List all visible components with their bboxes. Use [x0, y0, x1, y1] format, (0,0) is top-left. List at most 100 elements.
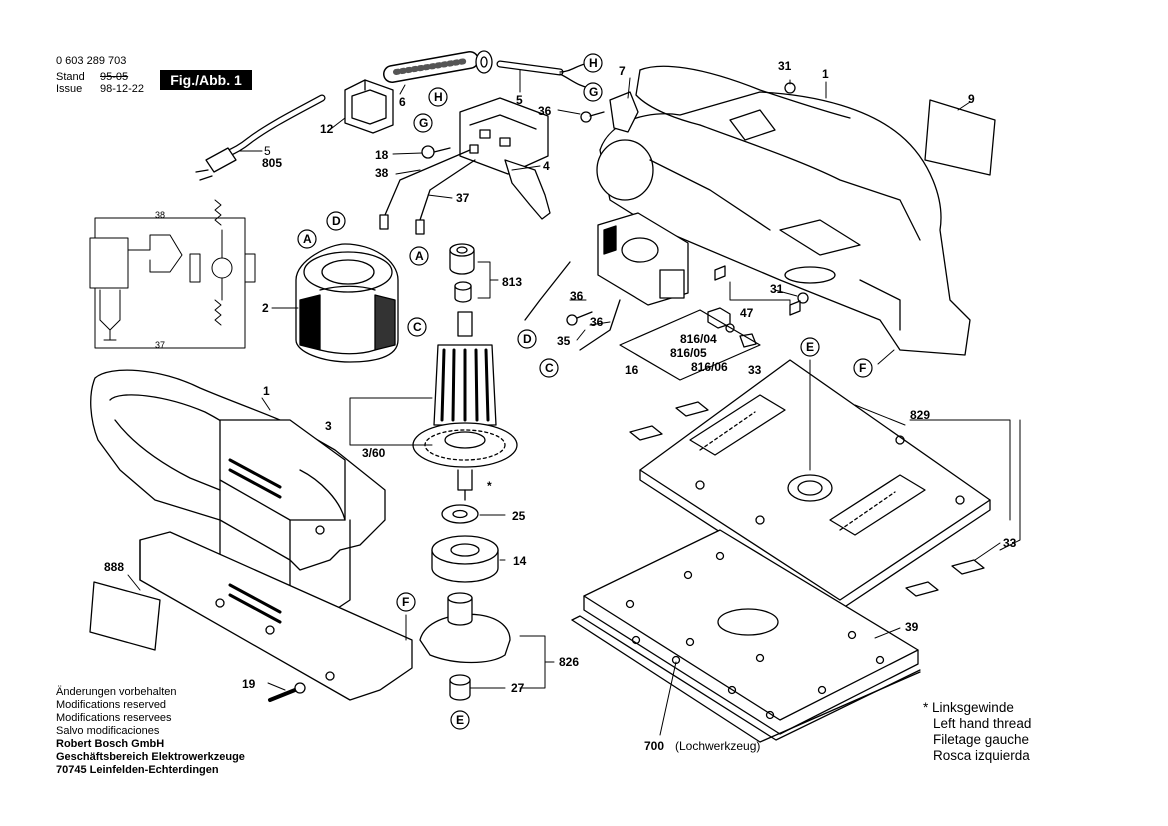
bearing-813 — [449, 243, 475, 303]
callout-D-coil: D — [332, 214, 341, 228]
bearing-27 — [449, 674, 471, 701]
cable-5 — [496, 60, 591, 89]
callout-H-switch: H — [434, 90, 443, 104]
footer-line-3: Modifications reservees — [56, 712, 172, 724]
carbon-brushes-816 — [707, 307, 757, 348]
part-label-3-60: 3/60 — [362, 446, 386, 460]
part-label-31-top: 31 — [778, 59, 792, 73]
part-label-36-mid: 36 — [570, 289, 584, 303]
drawing-number: 0 603 289 703 — [56, 55, 127, 67]
callout-F-tool: F — [402, 595, 410, 609]
field-coil-2 — [295, 243, 399, 363]
part-label-36-low: 36 — [590, 315, 604, 329]
part-label-888: 888 — [104, 560, 125, 574]
callout-A-wire: A — [415, 249, 424, 263]
wires-37-38 — [379, 149, 476, 235]
callout-F-housing: F — [859, 361, 867, 375]
assembled-sander-1 — [90, 369, 413, 701]
footer-division: Geschäftsbereich Elektrowerkzeuge — [56, 751, 245, 763]
thread-note: * Linksgewinde Left hand thread Filetage… — [923, 700, 1031, 764]
cord-sleeve-6 — [383, 50, 493, 83]
part-label-33-top: 33 — [748, 363, 762, 377]
footer-line-1: Änderungen vorbehalten — [56, 686, 177, 698]
screw-18 — [421, 145, 451, 159]
stand-label: Stand — [56, 71, 85, 83]
part-label-700: 700 — [644, 739, 665, 753]
callout-G-switch: G — [419, 116, 429, 130]
eccentric-826 — [419, 592, 511, 664]
callout-C-coil: C — [413, 320, 422, 334]
issue-value: 98-12-22 — [100, 83, 145, 95]
electronic-module-16 — [597, 212, 689, 306]
footer-company: Robert Bosch GmbH — [56, 738, 165, 750]
wires-36 — [524, 261, 621, 351]
part-label-5-cable: 5 — [516, 93, 523, 107]
part-label-39: 39 — [905, 620, 919, 634]
screw-36-top — [580, 111, 605, 123]
callout-C-module: C — [545, 361, 554, 375]
footer-line-4: Salvo modificaciones — [56, 725, 160, 737]
thread-note-en: Left hand thread — [933, 716, 1032, 731]
sanding-pad-39 — [583, 529, 919, 735]
power-cord-805 — [195, 94, 326, 181]
thread-note-de: Linksgewinde — [932, 700, 1014, 715]
switch-assembly-4 — [459, 97, 551, 220]
part-label-826: 826 — [559, 655, 580, 669]
star-marker: * — [487, 479, 492, 493]
part-label-27: 27 — [511, 681, 525, 695]
part-label-2: 2 — [262, 301, 269, 315]
part-label-16: 16 — [625, 363, 639, 377]
part-label-33-right: 33 — [1003, 536, 1017, 550]
part-label-1-top: 1 — [822, 67, 829, 81]
strain-relief-12 — [344, 79, 394, 134]
part-label-700-text: (Lochwerkzeug) — [675, 739, 761, 753]
part-label-813: 813 — [502, 275, 523, 289]
part-label-37: 37 — [456, 191, 470, 205]
part-label-3: 3 — [325, 419, 332, 433]
wiring-schematic — [89, 199, 256, 349]
callout-E-base: E — [806, 340, 815, 354]
leader-lines — [127, 69, 1021, 736]
thread-note-star: * — [923, 700, 929, 715]
part-label-9: 9 — [968, 92, 975, 106]
thread-note-fr: Filetage gauche — [933, 732, 1030, 747]
thread-note-es: Rosca izquierda — [933, 748, 1030, 763]
label-9 — [924, 99, 996, 176]
base-plate-829 — [639, 359, 991, 611]
figure-label: Fig./Abb. 1 — [160, 70, 252, 90]
part-label-805: 805 — [262, 156, 283, 170]
washer-25 — [441, 504, 479, 524]
footer-address: 70745 Leinfelden-Echterdingen — [56, 764, 219, 776]
punch-plate-700 — [571, 615, 921, 743]
part-label-5-cord: 5 — [264, 144, 271, 158]
callout-circles — [297, 53, 873, 730]
part-label-12: 12 — [320, 122, 334, 136]
callout-A-coil: A — [303, 232, 312, 246]
housing-1-open — [596, 65, 971, 356]
part-label-6: 6 — [399, 95, 406, 109]
part-label-35: 35 — [557, 334, 571, 348]
part-label-14: 14 — [513, 554, 527, 568]
callout-H-top: H — [589, 56, 598, 70]
stand-value: 95-05 — [100, 71, 129, 83]
schematic-label-37: 37 — [155, 340, 166, 350]
clamp-7 — [609, 91, 639, 133]
part-label-829: 829 — [910, 408, 931, 422]
screw-19 — [268, 682, 306, 702]
part-label-816-04: 816/04 — [680, 332, 717, 346]
callout-G-top: G — [589, 85, 599, 99]
clamp-pads-33 — [629, 401, 985, 597]
part-label-36-top: 36 — [538, 104, 552, 118]
part-label-4: 4 — [543, 159, 550, 173]
footer-line-2: Modifications reserved — [56, 699, 167, 711]
part-label-19: 19 — [242, 677, 256, 691]
part-label-31-mid: 31 — [770, 282, 784, 296]
part-label-18: 18 — [375, 148, 389, 162]
part-label-7: 7 — [619, 64, 626, 78]
part-label-816-06: 816/06 — [691, 360, 728, 374]
part-label-38: 38 — [375, 166, 389, 180]
issue-label: Issue — [56, 83, 83, 95]
part-label-25: 25 — [512, 509, 526, 523]
schematic-label-38: 38 — [155, 210, 166, 220]
